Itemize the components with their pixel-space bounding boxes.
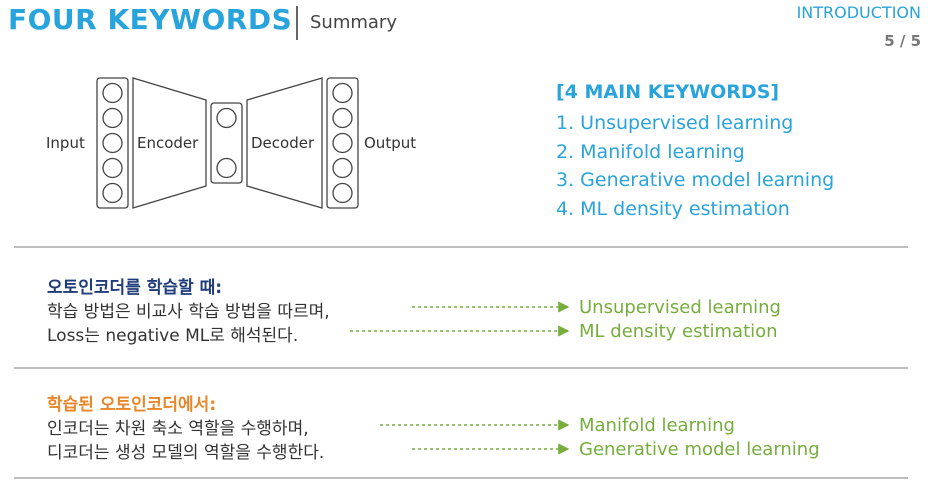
output-label: Output — [364, 134, 417, 152]
title-divider — [296, 6, 298, 40]
block2-heading: 학습된 오토인코더에서: — [47, 395, 217, 415]
keyword-item: 1. Unsupervised learning — [556, 112, 794, 134]
block1-target1: Unsupervised learning — [579, 297, 781, 318]
input-layer — [96, 77, 129, 209]
page-number: 5 / 5 — [884, 32, 921, 50]
keyword-item: 2. Manifold learning — [556, 140, 745, 163]
section-label: INTRODUCTION — [796, 3, 921, 22]
encoder-label: Encoder — [137, 134, 199, 152]
keyword-item: 4. ML density estimation — [556, 197, 790, 220]
autoencoder-diagram — [96, 77, 359, 209]
page-title: FOUR KEYWORDS — [8, 3, 293, 36]
block1-line1: 학습 방법은 비교사 학습 방법을 따르며, — [47, 302, 330, 322]
block2-target1: Manifold learning — [579, 415, 735, 436]
latent-layer — [210, 102, 243, 184]
encoder-shape — [132, 77, 207, 209]
block2-line1: 인코더는 차원 축소 역할을 수행하며, — [47, 419, 309, 439]
block1-line2: Loss는 negative ML로 해석된다. — [47, 326, 299, 346]
output-layer — [326, 77, 359, 209]
block2-target2: Generative model learning — [579, 439, 820, 460]
keywords-title: [4 MAIN KEYWORDS] — [556, 81, 780, 103]
block1-heading: 오토인코더를 학습할 때: — [47, 278, 223, 298]
keyword-item: 3. Generative model learning — [556, 169, 835, 191]
block2-line2: 디코더는 생성 모델의 역할을 수행한다. — [47, 443, 325, 463]
divider — [14, 246, 908, 248]
keywords-list: 1. Unsupervised learning 2. Manifold lea… — [556, 109, 834, 223]
input-label: Input — [46, 134, 85, 152]
block1-target2: ML density estimation — [579, 321, 778, 342]
decoder-label: Decoder — [251, 134, 315, 152]
page-subtitle: Summary — [310, 12, 397, 33]
decoder-shape — [246, 77, 323, 209]
divider — [14, 367, 908, 369]
divider — [14, 477, 908, 479]
